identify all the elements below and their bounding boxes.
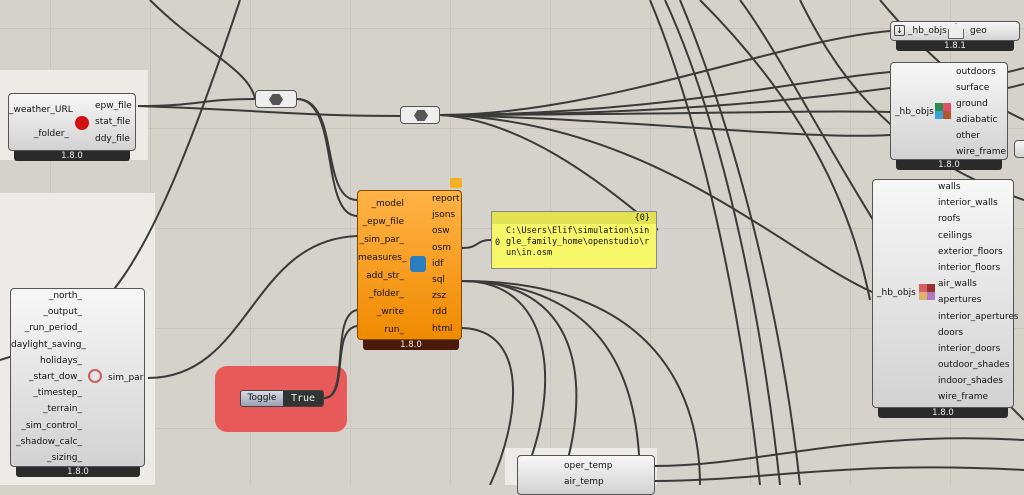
output-rdd[interactable]: rdd [432, 307, 447, 318]
output-apertures[interactable]: apertures [938, 295, 982, 306]
results-component[interactable]: oper_temp air_temp [517, 455, 655, 495]
path-panel[interactable]: {0} 0 C:\Users\Elif\simulation\single_fa… [491, 211, 657, 269]
output-roofs[interactable]: roofs [938, 214, 961, 225]
output-geo[interactable]: geo [970, 26, 987, 36]
download-arrow-icon: ↓ [894, 25, 905, 36]
panel-header: {0} [492, 212, 656, 224]
boundary-icon [935, 103, 951, 119]
input-measures[interactable]: measures_ [358, 253, 407, 263]
input-holidays[interactable]: holidays_ [40, 355, 82, 366]
output-other[interactable]: other [956, 131, 980, 141]
input-write[interactable]: _write [376, 307, 404, 317]
output-stat-file[interactable]: stat_file [95, 117, 131, 127]
version-bar: 1.8.0 [896, 160, 1002, 170]
input-hb-objs[interactable]: _hb_objs [908, 26, 947, 36]
version-bar: 1.8.0 [16, 467, 140, 477]
input-sim-control[interactable]: _sim_control_ [21, 420, 82, 431]
openstudio-icon [410, 256, 426, 272]
hexagon-icon [269, 94, 283, 105]
output-doors[interactable]: doors [938, 327, 964, 338]
version-bar: 1.8.0 [878, 408, 1008, 418]
version-bar: 1.8.0 [14, 151, 130, 161]
output-outdoors[interactable]: outdoors [956, 67, 996, 77]
output-report[interactable]: report [432, 194, 460, 204]
input-sizing[interactable]: _sizing_ [47, 452, 82, 463]
output-jsons[interactable]: jsons [432, 210, 456, 221]
message-balloon-icon[interactable] [450, 178, 462, 188]
toggle-label: Toggle [241, 391, 283, 406]
panel-text: C:\Users\Elif\simulation\single_family_h… [506, 226, 650, 258]
output-oper-temp[interactable]: oper_temp [564, 461, 613, 471]
output-html[interactable]: html [432, 323, 453, 334]
input-weather-url[interactable]: _weather_URL [9, 105, 73, 115]
sim-par-icon [88, 369, 102, 383]
output-ddy-file[interactable]: ddy_file [95, 134, 130, 144]
boundary-condition-component[interactable]: _hb_objs outdoors surface ground adiabat… [890, 62, 1008, 160]
faces-icon [919, 284, 935, 300]
output-epw-file[interactable]: epw_file [95, 101, 132, 111]
output-air-walls[interactable]: air_walls [938, 279, 977, 290]
output-walls[interactable]: walls [938, 182, 961, 192]
input-output[interactable]: _output_ [43, 307, 82, 318]
visualize-geo-component[interactable]: ↓ _hb_objs geo [890, 21, 1020, 41]
output-outdoor-shades[interactable]: outdoor_shades [938, 360, 1010, 371]
output-surface[interactable]: surface [956, 83, 990, 93]
output-sql[interactable]: sql [432, 274, 445, 285]
input-epw-file[interactable]: _epw_file [362, 217, 404, 227]
input-run-period[interactable]: _run_period_ [24, 323, 82, 334]
relay-1[interactable] [255, 90, 297, 108]
input-folder[interactable]: _folder_ [33, 129, 69, 139]
input-add-str[interactable]: add_str_ [366, 271, 404, 281]
relay-2[interactable] [400, 106, 440, 124]
input-hb-objs[interactable]: _hb_objs [877, 288, 916, 298]
input-shadow-calc[interactable]: _shadow_calc_ [16, 436, 82, 447]
house-icon [948, 23, 964, 39]
input-model[interactable]: _model [371, 199, 404, 209]
input-daylight-saving[interactable]: daylight_saving_ [11, 339, 86, 350]
output-sim-par[interactable]: sim_par [108, 373, 144, 383]
input-sim-par[interactable]: _sim_par_ [359, 235, 404, 245]
output-interior-walls[interactable]: interior_walls [938, 198, 998, 209]
output-zsz[interactable]: zsz [432, 291, 447, 302]
input-north[interactable]: _north_ [48, 291, 82, 301]
output-air-temp[interactable]: air_temp [564, 477, 604, 487]
output-indoor-shades[interactable]: indoor_shades [938, 376, 1003, 387]
simulation-parameter-component[interactable]: _north_ _output_ _run_period_ daylight_s… [10, 288, 145, 467]
output-exterior-floors[interactable]: exterior_floors [938, 246, 1003, 257]
output-ground[interactable]: ground [956, 99, 988, 109]
output-interior-floors[interactable]: interior_floors [938, 262, 1001, 273]
output-ceilings[interactable]: ceilings [938, 230, 973, 241]
faces-by-type-component[interactable]: _hb_objs walls interior_walls roofs ceil… [872, 179, 1019, 408]
output-wire-frame[interactable]: wire_frame [956, 147, 1007, 157]
input-run[interactable]: run_ [384, 325, 404, 335]
weather-icon [75, 116, 89, 130]
output-interior-doors[interactable]: interior_doors [938, 343, 1001, 354]
version-bar: 1.8.1 [896, 41, 1014, 51]
input-hb-objs[interactable]: _hb_objs [895, 107, 934, 117]
panel-index: 0 [495, 238, 501, 248]
wires [0, 0, 1024, 485]
run-openstudio-component[interactable]: _model _epw_file _sim_par_ measures_ add… [357, 190, 462, 340]
input-folder[interactable]: _folder_ [368, 289, 404, 299]
input-start-dow[interactable]: _start_dow_ [28, 371, 82, 382]
output-osw[interactable]: osw [432, 226, 450, 237]
boolean-toggle[interactable]: Toggle True [240, 390, 324, 407]
input-timestep[interactable]: _timestep_ [33, 388, 82, 399]
partial-component[interactable] [1014, 140, 1024, 158]
output-interior-apertures[interactable]: interior_apertures [938, 311, 1019, 322]
download-weather-component[interactable]: _weather_URL _folder_ epw_file stat_file… [8, 93, 136, 151]
output-wire-frame[interactable]: wire_frame [938, 392, 989, 403]
toggle-value[interactable]: True [283, 391, 323, 406]
input-terrain[interactable]: _terrain_ [42, 404, 82, 415]
output-idf[interactable]: idf [432, 258, 444, 269]
output-adiabatic[interactable]: adiabatic [956, 115, 998, 125]
output-osm[interactable]: osm [432, 242, 451, 253]
hexagon-icon [414, 110, 428, 121]
version-bar: 1.8.0 [363, 340, 459, 350]
